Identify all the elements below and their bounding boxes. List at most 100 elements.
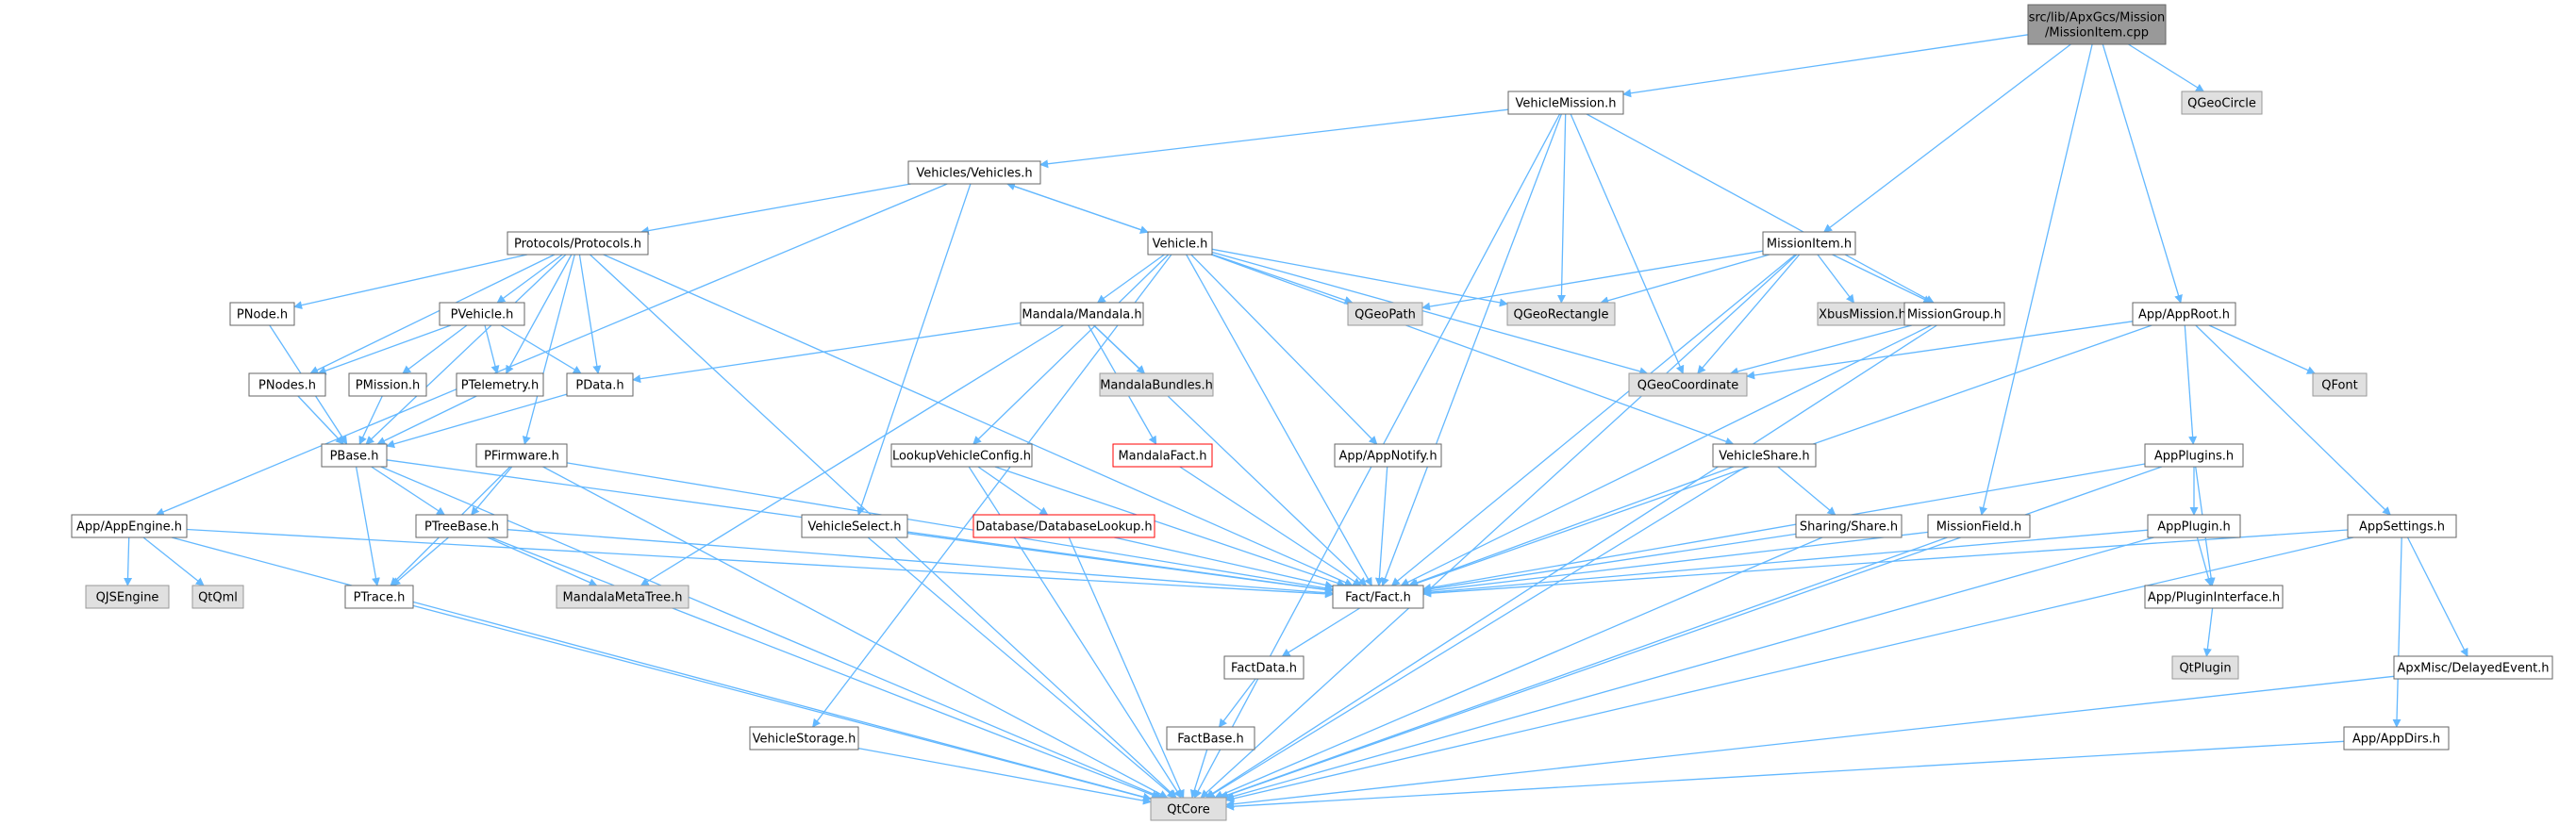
node-factbase[interactable]: FactBase.h (1166, 726, 1255, 751)
edge-root-to-vehiclemission (1622, 34, 2029, 98)
node-box (2312, 372, 2368, 397)
node-appengine[interactable]: App/AppEngine.h (71, 514, 188, 538)
node-lookupvehicleconfig[interactable]: LookupVehicleConfig.h (890, 443, 1033, 468)
node-label: PTelemetry.h (461, 379, 540, 393)
node-label: QGeoCoordinate (1637, 379, 1739, 393)
node-protocols[interactable]: Protocols/Protocols.h (507, 231, 649, 256)
node-label: /MissionItem.cpp (2045, 26, 2149, 41)
edge-vehicle-to-qgeocoordinate (1211, 251, 1649, 376)
node-ptrace[interactable]: PTrace.h (344, 585, 414, 609)
node-label: VehicleShare.h (1719, 450, 1809, 464)
edge-lookupvehicleconfig-to-databaselookup (977, 466, 1049, 516)
edge-lookupvehicleconfig-to-fact (994, 466, 1346, 587)
node-fact[interactable]: Fact/Fact.h (1332, 585, 1424, 609)
node-label: QtPlugin (2179, 662, 2231, 676)
node-label: PVehicle.h (451, 308, 514, 322)
node-vehicle[interactable]: Vehicle.h (1147, 231, 1213, 256)
node-box (229, 302, 295, 326)
edge-approot-to-appsettings (2195, 324, 2391, 516)
node-box (1223, 655, 1305, 680)
node-label: QGeoCircle (2187, 97, 2256, 111)
node-box (507, 231, 649, 256)
edge-factbase-to-qtcore (1189, 749, 1208, 799)
edge-vehiclemission-to-qgeorectangle (1556, 113, 1567, 304)
edge-appnotify-to-fact (1374, 466, 1388, 586)
node-pfirmware[interactable]: PFirmware.h (475, 443, 568, 468)
edge-pdata-to-pbase (386, 393, 568, 449)
node-pdata[interactable]: PData.h (566, 372, 634, 397)
edge-root-to-missionitem (1823, 43, 2071, 233)
node-apppluginiface[interactable]: App/PluginInterface.h (2144, 585, 2284, 609)
node-label: FactBase.h (1177, 733, 1244, 747)
node-appnotify[interactable]: App/AppNotify.h (1334, 443, 1442, 468)
node-pmission[interactable]: PMission.h (348, 372, 427, 397)
node-vehicles[interactable]: Vehicles/Vehicles.h (907, 160, 1041, 185)
node-mandalafact[interactable]: MandalaFact.h (1112, 443, 1213, 468)
node-box (801, 514, 908, 538)
node-box (1334, 443, 1442, 468)
edge-protocols-to-ptelemetry (506, 254, 573, 374)
edge-protocols-to-pdata (578, 254, 602, 374)
node-mandala[interactable]: Mandala/Mandala.h (1020, 302, 1144, 326)
node-label: PTreeBase.h (424, 520, 499, 535)
node-vehicleselect[interactable]: VehicleSelect.h (801, 514, 908, 538)
node-box (2181, 91, 2263, 115)
edge-appsettings-to-qtcore (1225, 536, 2354, 803)
node-pnode[interactable]: PNode.h (229, 302, 295, 326)
node-vehicleshare[interactable]: VehicleShare.h (1712, 443, 1817, 468)
node-root[interactable]: src/lib/ApxGcs/Mission/MissionItem.cpp (2027, 4, 2167, 45)
node-box (2144, 443, 2244, 468)
edge-appengine-to-fact (186, 528, 1334, 599)
node-appdirs[interactable]: App/AppDirs.h (2343, 726, 2450, 751)
node-label: AppSettings.h (2359, 520, 2445, 535)
node-box (344, 585, 414, 609)
node-appplugin[interactable]: AppPlugin.h (2147, 514, 2241, 538)
node-box (2147, 514, 2241, 538)
node-factdata[interactable]: FactData.h (1223, 655, 1305, 680)
node-xbusmission: XbusMission.h (1817, 302, 1908, 326)
node-approot[interactable]: App/AppRoot.h (2132, 302, 2236, 326)
node-ptreebase[interactable]: PTreeBase.h (415, 514, 508, 538)
node-pvehicle[interactable]: PVehicle.h (439, 302, 525, 326)
node-label: FactData.h (1231, 662, 1297, 676)
edge-vehicleshare-to-qtcore (1205, 466, 1747, 799)
edge-vehicle-to-appnotify (1190, 254, 1378, 445)
node-box (1628, 372, 1748, 397)
node-pnodes[interactable]: PNodes.h (248, 372, 326, 397)
edge-fact-to-factdata (1281, 607, 1360, 657)
node-missionfield[interactable]: MissionField.h (1927, 514, 2031, 538)
edge-root-to-missionfield (1979, 43, 2093, 516)
edge-missiongroup-to-qtcore (1205, 324, 1937, 799)
node-missionitem[interactable]: MissionItem.h (1762, 231, 1856, 256)
edge-missionfield-to-fact (1422, 531, 1929, 595)
node-qgeorectangle: QGeoRectangle (1506, 302, 1616, 326)
node-missiongroup[interactable]: MissionGroup.h (1903, 302, 2005, 326)
node-label: Mandala/Mandala.h (1022, 308, 1141, 322)
node-pbase[interactable]: PBase.h (321, 443, 388, 468)
node-ptelemetry[interactable]: PTelemetry.h (456, 372, 544, 397)
node-box (556, 585, 690, 609)
node-label: AppPlugin.h (2157, 520, 2231, 535)
node-box (1112, 443, 1213, 468)
node-mandalabundles: MandalaBundles.h (1099, 372, 1214, 397)
node-box (1020, 302, 1144, 326)
edge-vehicle-to-qgeopath (1211, 254, 1354, 305)
node-sharingshare[interactable]: Sharing/Share.h (1795, 514, 1903, 538)
edge-appsettings-to-fact (1422, 529, 2349, 598)
node-databaselookup[interactable]: Database/DatabaseLookup.h (972, 514, 1155, 538)
node-appplugins[interactable]: AppPlugins.h (2144, 443, 2244, 468)
edge-ptrace-to-qtcore (412, 604, 1152, 801)
node-appsettings[interactable]: AppSettings.h (2347, 514, 2457, 538)
edge-appdirs-to-qtcore (1225, 740, 2345, 811)
node-label: PNodes.h (258, 379, 316, 393)
edge-root-to-approot (2102, 43, 2183, 304)
edge-vehicleselect-to-fact (906, 532, 1334, 594)
node-vehiclemission[interactable]: VehicleMission.h (1507, 91, 1624, 115)
node-vehiclestorage[interactable]: VehicleStorage.h (749, 726, 859, 751)
node-label: QFont (2321, 379, 2358, 393)
edge-vehicleshare-to-fact (1407, 466, 1734, 587)
node-apxmiscdelayed[interactable]: ApxMisc/DelayedEvent.h (2393, 655, 2553, 680)
edge-vehicle-to-vehicleshare (1210, 254, 1735, 446)
node-box (1817, 302, 1908, 326)
